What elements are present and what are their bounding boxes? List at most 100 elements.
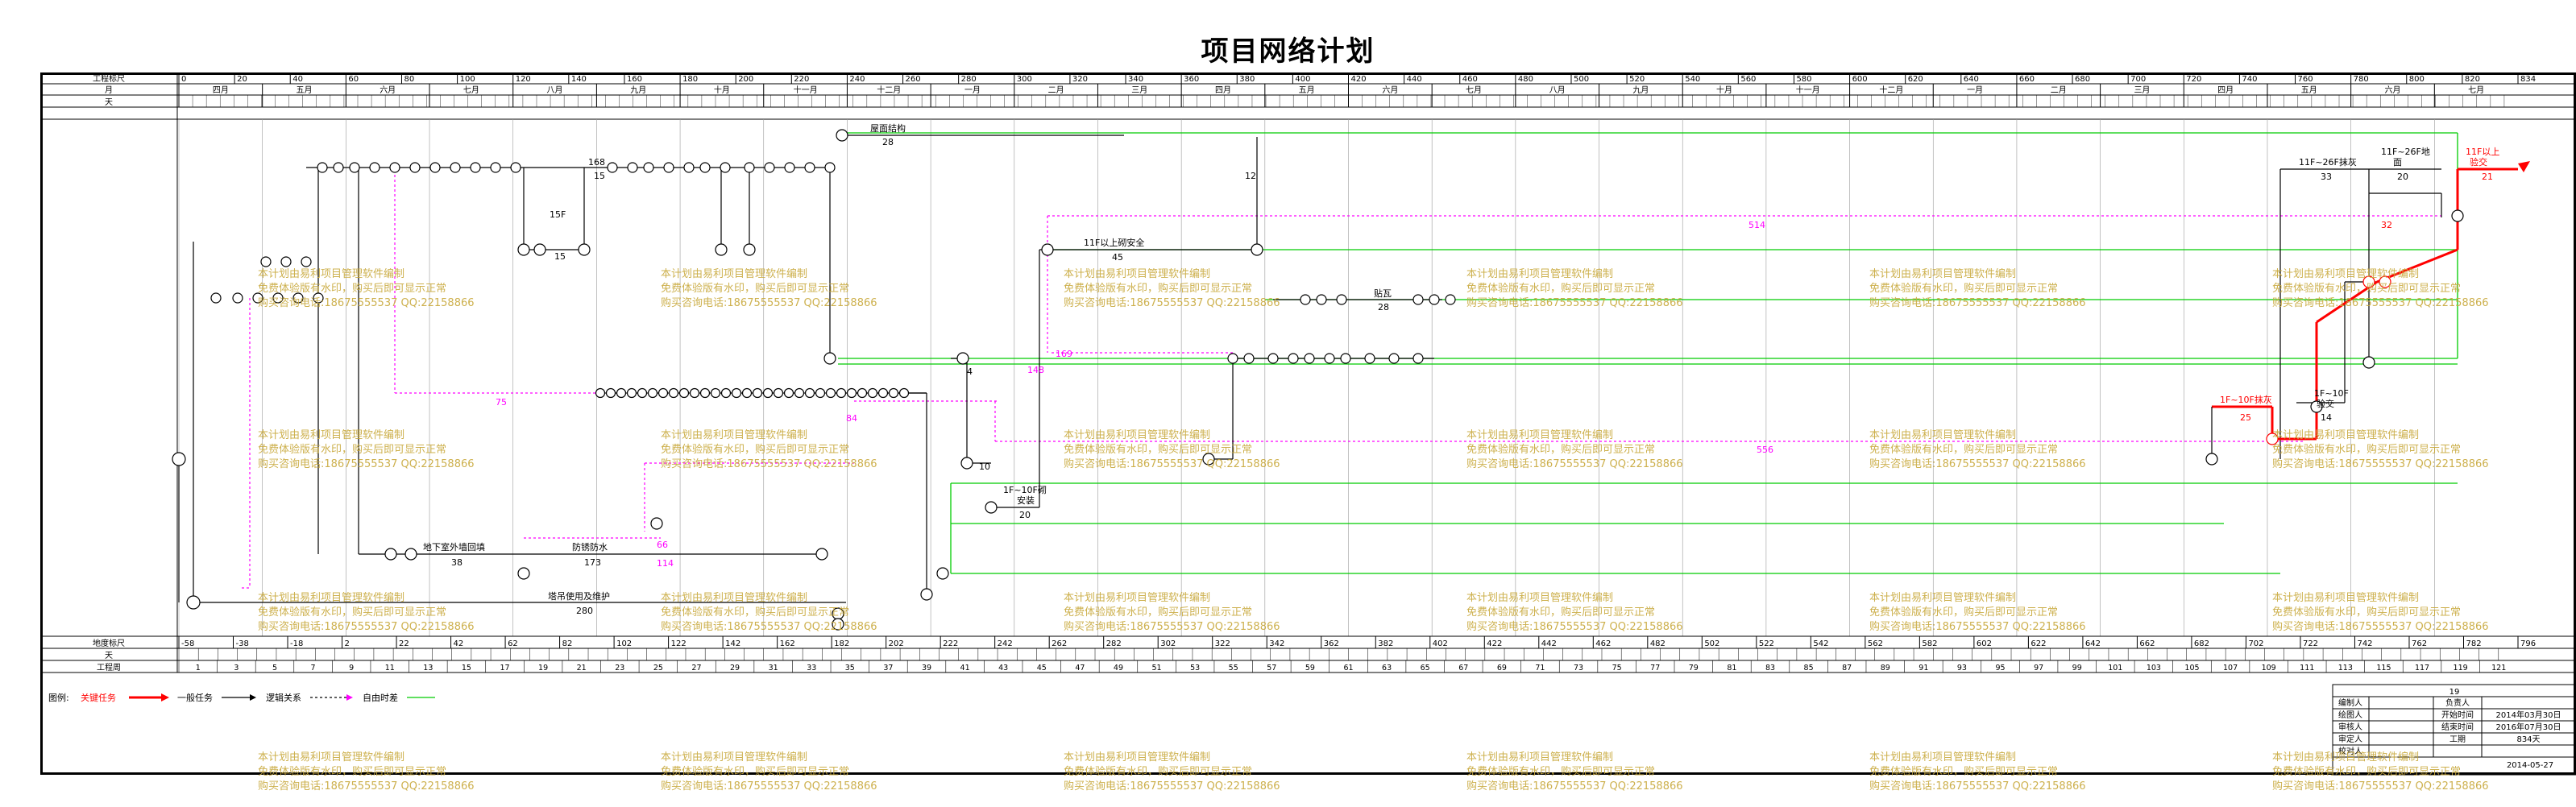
bottom-tick: 582 xyxy=(1922,639,1937,648)
event-node xyxy=(867,387,878,399)
month-row: 四月五月六月七月八月九月十月十一月十二月一月二月三月四月五月六月七月八月九月十月… xyxy=(178,84,2484,107)
event-node xyxy=(663,162,674,173)
float-148: 148 xyxy=(1027,365,1044,375)
scale-month-label: 月 xyxy=(105,85,113,95)
event-node xyxy=(578,243,591,256)
event-node xyxy=(607,162,618,173)
month-cell: 三月 xyxy=(1131,85,1147,95)
legend-normal-label: 一般任务 xyxy=(177,693,213,703)
watermark-line: 免费体验版有水印，购买后即可显示正常 xyxy=(258,766,447,778)
watermark-text: 本计划由易利项目管理软件编制免费体验版有水印，购买后即可显示正常购买咨询电话:1… xyxy=(2272,428,2489,472)
bottom-tick: 42 xyxy=(454,639,464,648)
watermark-line: 免费体验版有水印，购买后即可显示正常 xyxy=(1064,606,1253,619)
task-label-roof: 屋面结构 xyxy=(870,122,906,134)
week-number: 63 xyxy=(1382,664,1392,672)
bottom-tick: 796 xyxy=(2520,639,2536,648)
event-node xyxy=(605,387,616,399)
watermark-text: 本计划由易利项目管理软件编制免费体验版有水印，购买后即可显示正常购买咨询电话:1… xyxy=(661,267,877,311)
watermark-line: 购买咨询电话:18675555537 QQ:22158866 xyxy=(2272,458,2489,470)
watermark-line: 免费体验版有水印，购买后即可显示正常 xyxy=(1466,283,1656,295)
top-tick: 200 xyxy=(738,75,753,84)
watermark-line: 本计划由易利项目管理软件编制 xyxy=(661,268,808,280)
week-number: 83 xyxy=(1765,664,1775,672)
event-node xyxy=(2362,275,2375,288)
top-tick: 680 xyxy=(2075,75,2090,84)
month-cell: 十月 xyxy=(1716,85,1732,95)
bottom-tick: 402 xyxy=(1433,639,1448,648)
week-number: 53 xyxy=(1190,664,1200,672)
watermark-text: 本计划由易利项目管理软件编制免费体验版有水印，购买后即可显示正常购买咨询电话:1… xyxy=(258,591,475,635)
month-cell: 六月 xyxy=(380,85,396,95)
watermark-line: 本计划由易利项目管理软件编制 xyxy=(258,268,405,280)
watermark-line: 购买咨询电话:18675555537 QQ:22158866 xyxy=(2272,621,2489,633)
watermark-line: 本计划由易利项目管理软件编制 xyxy=(661,751,808,764)
page-title: 项目网络计划 xyxy=(1201,35,1375,68)
watermark-line: 免费体验版有水印，购买后即可显示正常 xyxy=(2272,766,2462,778)
info-page-no: 19 xyxy=(2449,688,2460,697)
month-cell: 五月 xyxy=(297,85,313,95)
event-node xyxy=(960,457,973,470)
watermark-line: 免费体验版有水印，购买后即可显示正常 xyxy=(1064,283,1253,295)
top-tick: 820 xyxy=(2465,75,2480,84)
event-node xyxy=(804,162,815,173)
event-node xyxy=(794,387,805,399)
top-tick: 420 xyxy=(1351,75,1367,84)
event-node xyxy=(743,243,756,256)
event-node xyxy=(643,162,654,173)
month-cell: 一月 xyxy=(964,85,981,95)
event-node xyxy=(280,256,292,267)
week-number: 31 xyxy=(769,664,778,672)
watermark-text: 本计划由易利项目管理软件编制免费体验版有水印，购买后即可显示正常购买咨询电话:1… xyxy=(661,751,877,794)
week-number: 51 xyxy=(1152,664,1162,672)
bottom-tick: 362 xyxy=(1324,639,1339,648)
bottom-tick: 702 xyxy=(2248,639,2263,648)
scale-top-label: 工程标尺 xyxy=(93,74,125,84)
week-number: 49 xyxy=(1114,664,1123,672)
bottom-tick: 142 xyxy=(725,639,740,648)
watermark-text: 本计划由易利项目管理软件编制免费体验版有水印，购买后即可显示正常购买咨询电话:1… xyxy=(258,751,475,794)
task-label-stone: 防锈防水 xyxy=(572,541,608,552)
bottom-tick: 722 xyxy=(2303,639,2318,648)
event-node xyxy=(857,387,868,399)
week-number: 17 xyxy=(500,664,509,672)
info-table xyxy=(2332,684,2576,776)
event-node xyxy=(517,567,530,580)
task-label-floor26: 11F~26F地 xyxy=(2381,147,2430,157)
week-number: 71 xyxy=(1535,664,1545,672)
task-days-deliver2: 14 xyxy=(2321,412,2332,423)
watermark-line: 本计划由易利项目管理软件编制 xyxy=(258,592,405,604)
bottom-tick: -58 xyxy=(181,639,194,648)
event-node xyxy=(2362,356,2375,369)
event-node xyxy=(762,387,774,399)
watermark-line: 本计划由易利项目管理软件编制 xyxy=(1466,751,1614,764)
watermark-line: 免费体验版有水印，购买后即可显示正常 xyxy=(258,444,447,456)
week-number: 61 xyxy=(1343,664,1353,672)
watermark-line: 本计划由易利项目管理软件编制 xyxy=(2272,751,2420,764)
task-label-168: 168 xyxy=(588,157,605,168)
month-cell: 十二月 xyxy=(1879,85,1903,95)
watermark-line: 本计划由易利项目管理软件编制 xyxy=(1466,592,1614,604)
watermark-text: 本计划由易利项目管理软件编制免费体验版有水印，购买后即可显示正常购买咨询电话:1… xyxy=(2272,751,2489,794)
month-cell: 六月 xyxy=(1382,85,1398,95)
top-tick: 80 xyxy=(404,75,414,84)
watermark-line: 购买咨询电话:18675555537 QQ:22158866 xyxy=(258,780,475,793)
watermark-text: 本计划由易利项目管理软件编制免费体验版有水印，购买后即可显示正常购买咨询电话:1… xyxy=(1466,751,1683,794)
top-tick: 40 xyxy=(292,75,303,84)
watermark-text: 本计划由易利项目管理软件编制免费体验版有水印，购买后即可显示正常购买咨询电话:1… xyxy=(2272,267,2489,311)
event-node xyxy=(616,387,627,399)
month-cell: 八月 xyxy=(547,85,563,95)
watermark-line: 购买咨询电话:18675555537 QQ:22158866 xyxy=(258,458,475,470)
legend-logic-label: 逻辑关系 xyxy=(266,692,301,703)
event-node xyxy=(1316,294,1327,305)
event-node xyxy=(1364,353,1375,364)
task-sub-deliver: 验交 xyxy=(2470,156,2487,168)
month-cell: 八月 xyxy=(1549,85,1566,95)
week-number: 65 xyxy=(1421,664,1430,672)
task-label-temp: 塔吊使用及维护 xyxy=(548,590,610,602)
watermark-line: 本计划由易利项目管理软件编制 xyxy=(1869,268,2017,280)
watermark-text: 本计划由易利项目管理软件编制免费体验版有水印，购买后即可显示正常购买咨询电话:1… xyxy=(1064,751,1280,794)
watermark-line: 本计划由易利项目管理软件编制 xyxy=(1466,268,1614,280)
legend-critical-label: 关键任务 xyxy=(81,692,116,703)
bottom-tick: 482 xyxy=(1650,639,1665,648)
event-node xyxy=(409,162,421,173)
